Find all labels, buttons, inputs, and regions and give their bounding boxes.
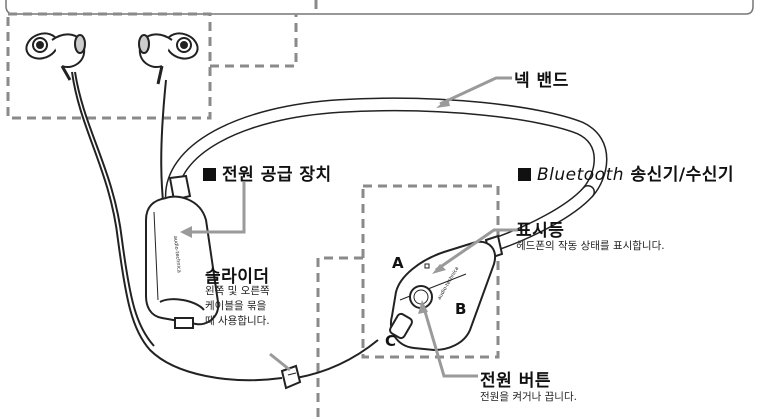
power-supply-label: 전원 공급 장치	[203, 160, 332, 185]
marker-c: C	[385, 332, 397, 350]
power-supply-unit: audio-technica	[145, 174, 220, 329]
slider-desc-line-3: 때 사용합니다.	[205, 315, 270, 327]
cable-to-transceiver	[295, 339, 379, 379]
right-earbud	[138, 32, 199, 85]
slider-title: 슬라이더	[205, 267, 270, 287]
transceiver-label: Bluetooth 송신기/수신기	[518, 160, 734, 185]
transceiver-callout-box	[361, 184, 500, 359]
slider-desc-line-2: 케이블을 묶을	[205, 300, 267, 312]
neckband-label: 넥 밴드	[514, 71, 569, 91]
square-bullet-icon	[518, 168, 531, 181]
bluetooth-text: Bluetooth	[537, 165, 625, 185]
square-bullet-icon	[203, 168, 216, 181]
slider-leader	[269, 352, 291, 372]
transceiver-unit: audio-technica	[389, 234, 504, 352]
indicator-title: 표시등	[516, 221, 565, 241]
slider-desc-line-1: 왼쪽 및 오른쪽	[205, 285, 270, 297]
power-button-leader	[422, 307, 478, 378]
power-supply-text: 전원 공급 장치	[222, 165, 332, 185]
marker-a: A	[392, 254, 404, 272]
svg-text:audio-technica: audio-technica	[172, 236, 182, 274]
slider-part	[280, 364, 302, 390]
neckband-leader	[439, 76, 512, 106]
leader-lines	[180, 76, 518, 378]
power-button-title: 전원 버튼	[480, 371, 551, 391]
indicator-leader	[435, 228, 518, 272]
left-cable	[71, 71, 283, 382]
neckband	[164, 97, 608, 251]
left-earbud	[25, 32, 86, 81]
earbud-callout-box	[6, 12, 212, 120]
marker-b: B	[455, 300, 467, 318]
power-button-description: 전원을 켜거나 끕니다.	[480, 391, 577, 403]
left-cable-inner	[74, 71, 155, 347]
earbud-callout-connector	[210, 14, 298, 68]
indicator-description: 헤드폰의 작동 상태를 표시합니다.	[516, 240, 665, 252]
transceiver-callout-connector	[316, 256, 363, 418]
top-frame	[5, 0, 754, 15]
dashed-callouts	[6, 0, 500, 418]
power-supply-leader	[186, 182, 246, 234]
transceiver-text: 송신기/수신기	[624, 165, 734, 185]
